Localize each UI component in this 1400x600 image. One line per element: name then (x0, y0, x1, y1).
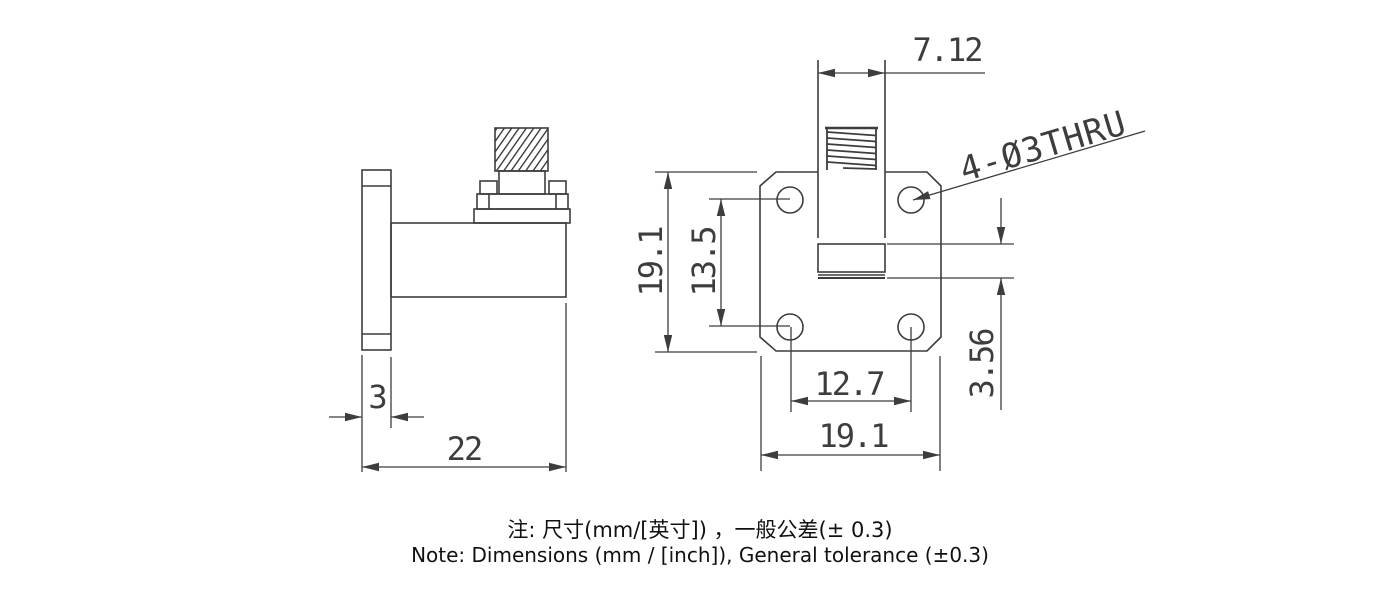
mounting-hole-top-right (897, 186, 925, 214)
dim-flange-thickness-label: 3 (368, 378, 385, 416)
mounting-plate-outline (759, 171, 942, 352)
dim-aperture-height (887, 198, 1014, 410)
sma-thread-side (494, 127, 549, 172)
dim-hole-spacing-vertical-label: 13.5 (685, 227, 723, 296)
front-view: 7.12 4-Ø3THRU 19.1 13.5 (632, 31, 1146, 471)
dim-hole-spacing-horizontal-label: 12.7 (814, 365, 883, 403)
hole-callout-label: 4-Ø3THRU (955, 103, 1131, 190)
dim-hole-spacing-horizontal (790, 327, 912, 412)
body-outline (390, 222, 567, 298)
dim-aperture-height-label: 3.56 (963, 329, 1001, 399)
dim-plate-width-label: 19.1 (818, 417, 888, 455)
dim-body-length (362, 303, 567, 472)
drawing-notes: 注: 尺寸(mm/[英寸]) ，一般公差(± 0.3) Note: Dimens… (0, 517, 1400, 568)
sma-connector-side (473, 127, 571, 224)
dim-plate-height (655, 171, 757, 353)
dim-hole-spacing-vertical (709, 198, 790, 327)
dim-aperture-width (818, 68, 985, 78)
sma-connector-front (817, 60, 886, 238)
side-view: 3 22 (329, 127, 571, 472)
dim-flange-thickness (329, 355, 424, 472)
dim-plate-width (760, 356, 941, 471)
dim-body-length-label: 22 (447, 430, 482, 468)
flange-outline (361, 169, 392, 351)
waveguide-aperture (817, 243, 886, 279)
note-line-en: Note: Dimensions (mm / [inch]), General … (411, 543, 989, 567)
mounting-hole-top-left (776, 186, 804, 214)
dim-aperture-width-label: 7.12 (912, 31, 981, 69)
note-line-zh: 注: 尺寸(mm/[英寸]) ，一般公差(± 0.3) (507, 518, 893, 542)
hole-callout-leader (911, 130, 1146, 205)
sma-thread-front (825, 126, 878, 170)
mounting-hole-bottom-left (776, 313, 804, 341)
dim-plate-height-label: 19.1 (632, 227, 670, 297)
